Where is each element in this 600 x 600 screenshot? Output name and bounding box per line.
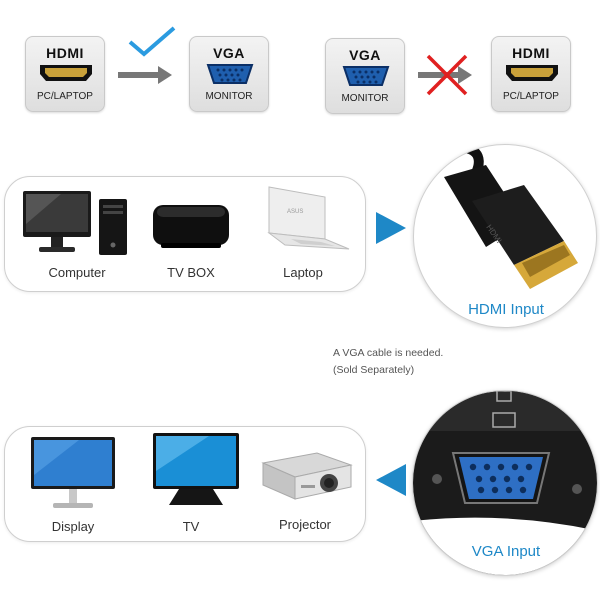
vga-target-tile: VGA MONITOR [189,36,269,112]
device-label-laptop: Laptop [283,265,323,280]
arrow-right-icon [376,212,406,244]
vga-port-icon [206,64,254,84]
hdmi-logo: HDMI [512,45,550,61]
device-label-tv: TV [182,519,200,534]
check-icon [128,26,176,57]
cable-note-line2: (Sold Separately) [333,364,415,376]
cross-icon [426,54,468,96]
tile-label: PC/LAPTOP [503,91,559,102]
arrow-right-icon [118,66,172,84]
vga-logo: VGA [349,47,381,63]
arrow-right-icon [418,66,472,84]
vga-port-panel-icon [413,391,597,575]
tv-box-icon [153,205,229,248]
tile-label: MONITOR [205,91,253,102]
hdmi-input-label: HDMI Input [468,301,544,318]
hdmi-target-tile: HDMI PC/LAPTOP [491,36,571,112]
device-label-projector: Projector [278,517,332,532]
hdmi-connector-icon: HDMI [444,145,578,289]
hdmi-source-tile: HDMI PC/LAPTOP [25,36,105,112]
tile-label: PC/LAPTOP [37,91,93,102]
vga-input-inset: VGA Input [412,390,598,576]
vga-input-label: VGA Input [471,543,541,560]
device-label-tv-box: TV BOX [167,265,215,280]
tile-label: MONITOR [341,93,389,104]
device-label-display: Display [51,519,95,534]
vga-source-tile: VGA MONITOR [325,38,405,114]
display-monitor-icon [31,437,115,508]
hdmi-input-inset: HDMI HDMI Input [413,144,597,328]
output-devices-panel: Display TV Projector [4,426,366,542]
source-devices-panel: Computer TV BOX ASUS Laptop [4,176,366,292]
projector-icon [261,452,353,500]
cable-note-line1: A VGA cable is needed. [333,347,444,359]
svg-text:ASUS: ASUS [287,209,303,215]
laptop-icon: ASUS [267,186,350,250]
arrow-left-icon [376,464,406,496]
device-label-computer: Computer [48,265,106,280]
vga-port-icon [342,66,390,86]
hdmi-logo: HDMI [46,45,84,61]
desktop-computer-icon [23,191,127,255]
hdmi-port-icon [40,65,92,81]
tv-icon [153,433,239,505]
hdmi-port-icon [506,65,558,81]
vga-logo: VGA [213,45,245,61]
